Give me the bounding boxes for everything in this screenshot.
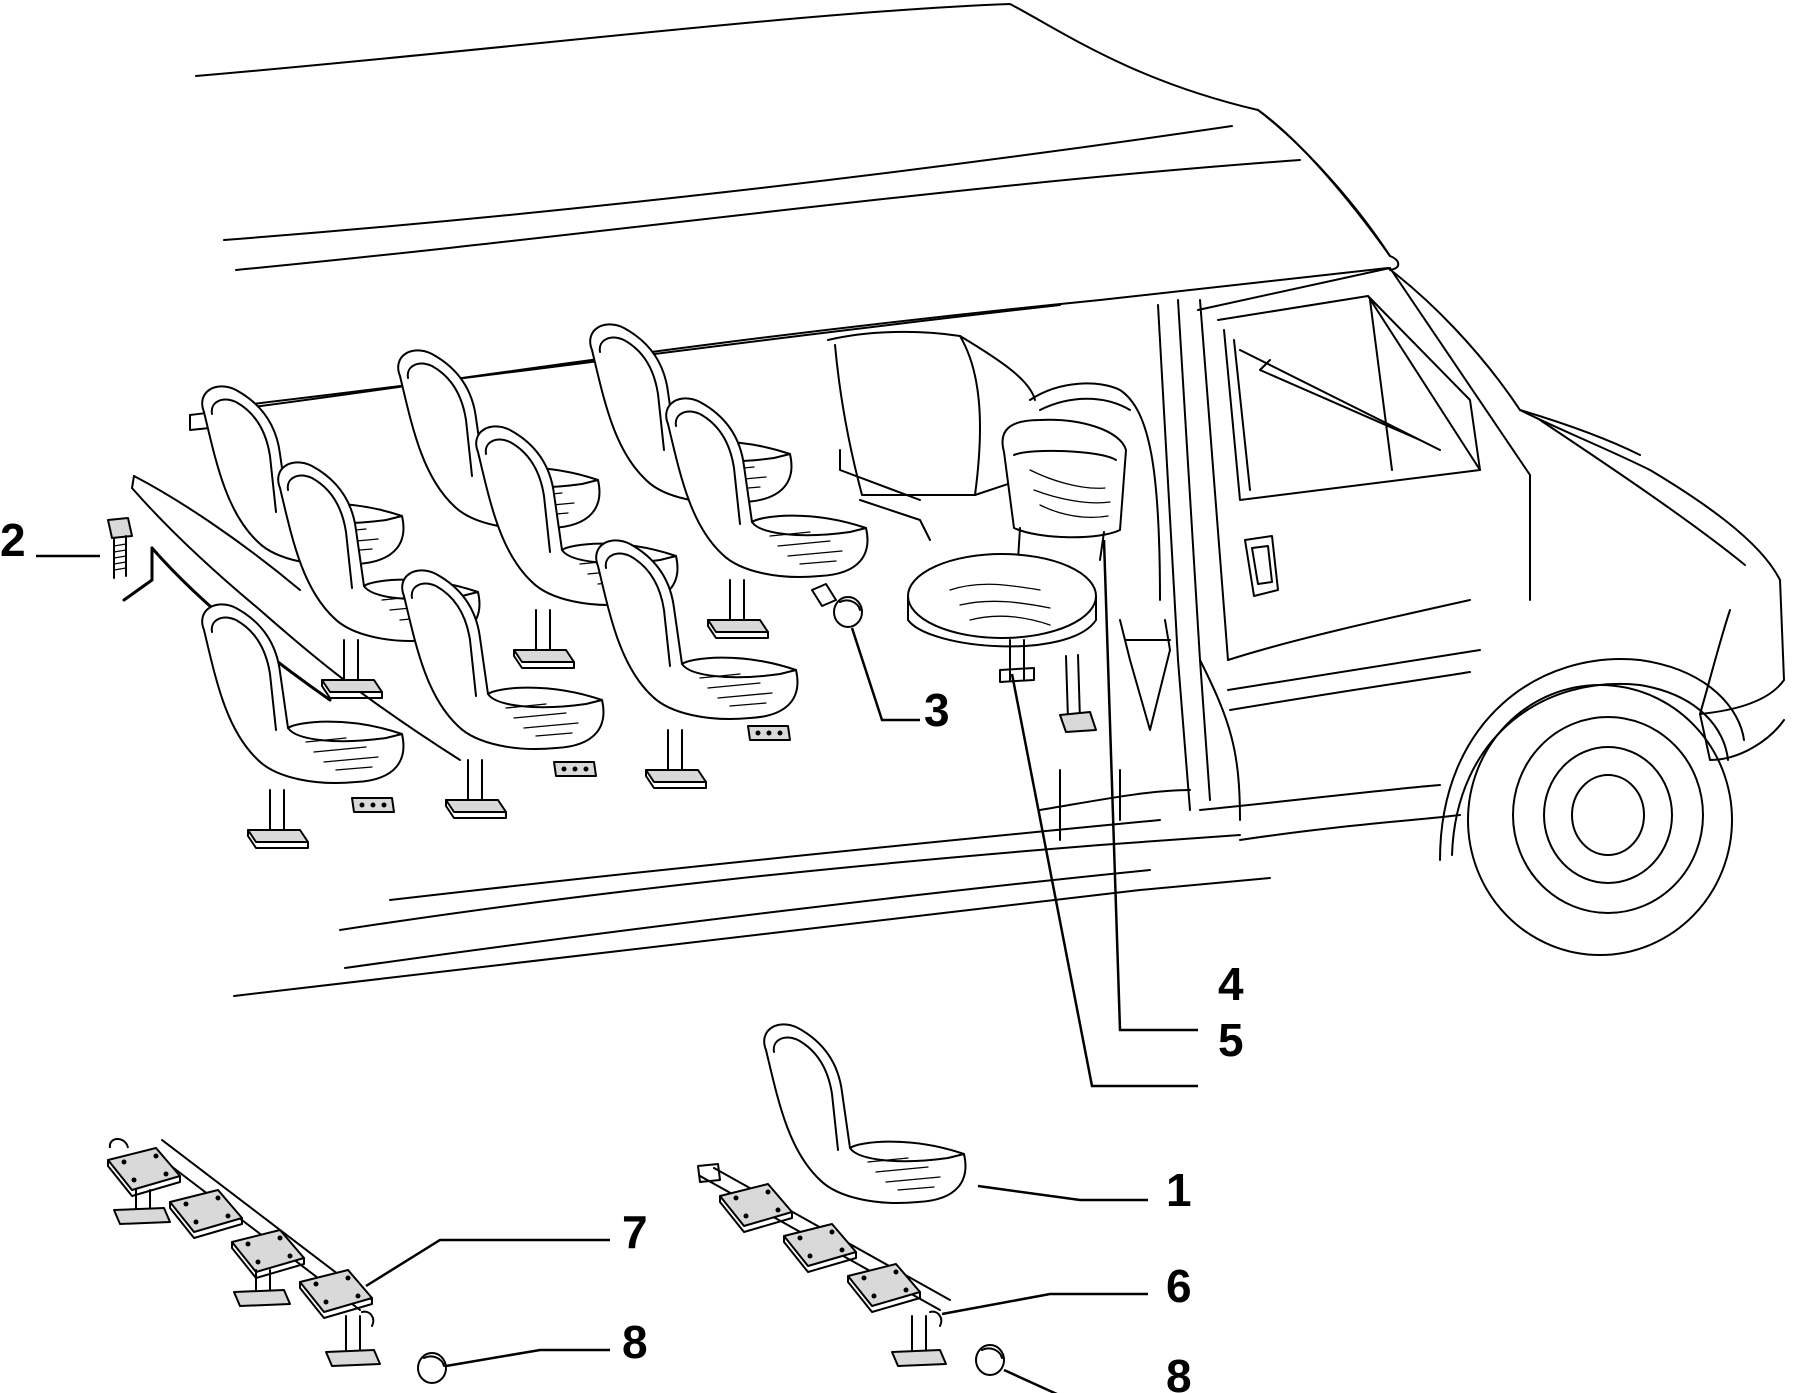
callout-7: 7 bbox=[622, 1206, 648, 1258]
callout-1: 1 bbox=[1166, 1164, 1192, 1216]
end-cap-part-3 bbox=[833, 596, 863, 628]
callout-2: 2 bbox=[0, 514, 26, 566]
end-cap-part-8a bbox=[417, 1352, 447, 1384]
seat-group-installed bbox=[201, 323, 869, 849]
callout-5: 5 bbox=[1218, 1014, 1244, 1066]
callout-3: 3 bbox=[924, 684, 950, 736]
callout-8a: 8 bbox=[622, 1316, 648, 1368]
callout-8b: 8 bbox=[1166, 1350, 1192, 1393]
callout-4: 4 bbox=[1218, 958, 1244, 1010]
screw-part-2 bbox=[107, 517, 133, 579]
swivel-seat bbox=[907, 418, 1127, 733]
van-body bbox=[122, 3, 1785, 997]
callout-labels: 2 3 4 5 1 6 7 8 8 bbox=[0, 514, 1244, 1393]
leader-lines bbox=[36, 539, 1198, 1393]
frame-part-6 bbox=[697, 1163, 951, 1367]
callout-6: 6 bbox=[1166, 1260, 1192, 1312]
seat-part-1 bbox=[763, 1023, 967, 1205]
end-cap-part-8b bbox=[975, 1344, 1005, 1376]
frame-part-7 bbox=[107, 1138, 381, 1367]
